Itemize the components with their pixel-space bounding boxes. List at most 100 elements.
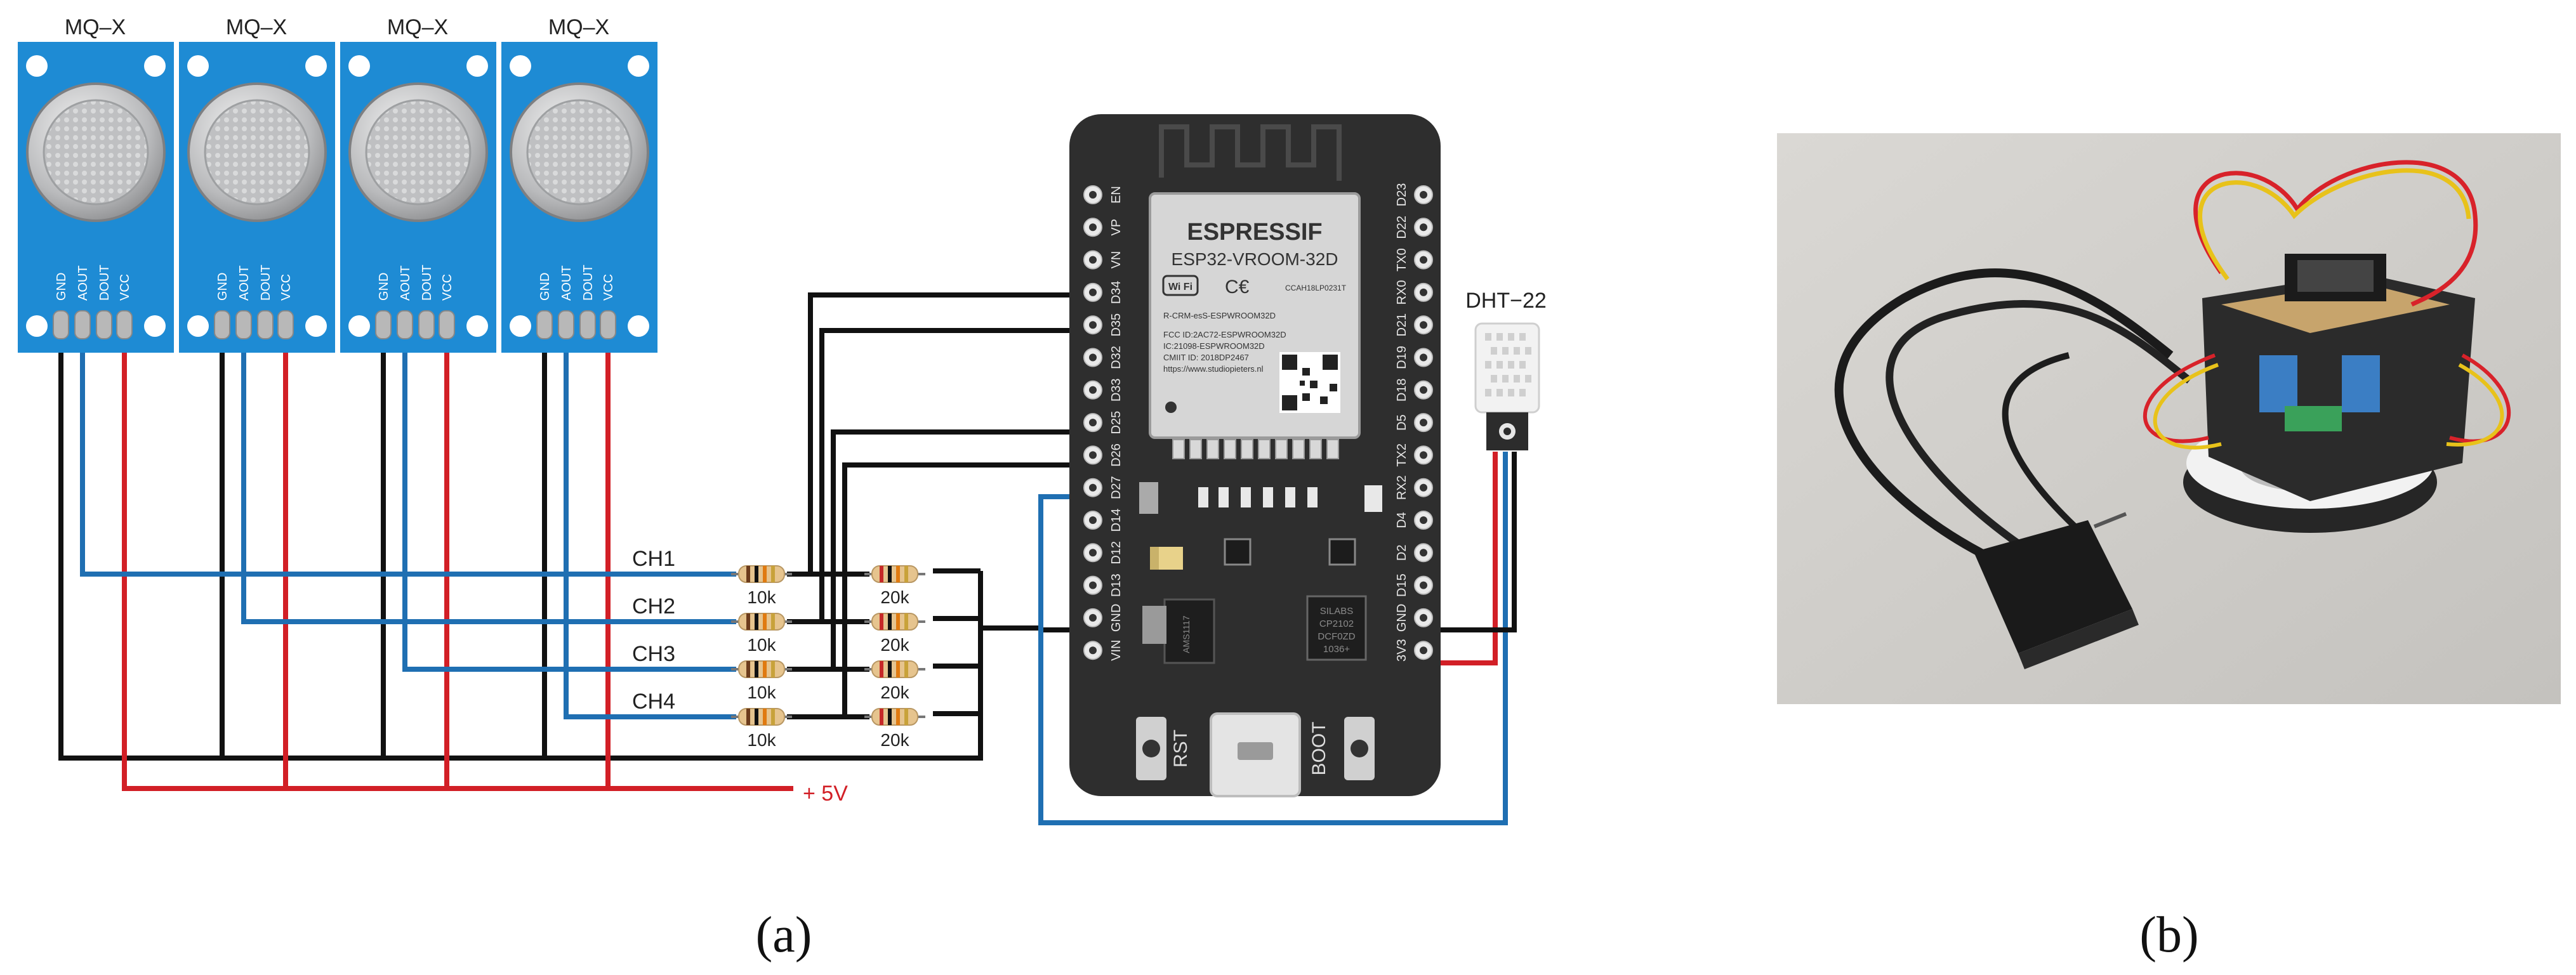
module-title: MQ–X	[548, 15, 609, 39]
board-model: ESP32-VROOM-32D	[1172, 249, 1338, 269]
esp-pin-label: D23	[1395, 183, 1409, 207]
resistor-20k-2: 20k	[864, 613, 925, 655]
module-pin	[579, 310, 596, 339]
esp-pin-right: D4	[1395, 511, 1433, 530]
module-pin-label: AOUT	[560, 265, 574, 301]
esp-pin-left: D25	[1083, 411, 1123, 435]
esp-pin-left: GND	[1083, 604, 1123, 632]
esp-pin-label: VN	[1109, 251, 1123, 269]
esp-pin-left: VP	[1083, 218, 1123, 237]
sensor-mesh	[526, 99, 633, 206]
panel-label-b: (b)	[2139, 907, 2198, 963]
esp-pin-label: D12	[1109, 541, 1123, 565]
esp-pin-label: D34	[1109, 281, 1123, 304]
dht-title: DHT−22	[1465, 289, 1547, 313]
channel-label: CH3	[632, 642, 675, 666]
module-pin	[235, 310, 252, 339]
module-pin-label: AOUT	[237, 265, 251, 301]
channel-label: CH4	[632, 690, 675, 714]
module-pin	[600, 310, 616, 339]
mount-hole	[348, 55, 370, 77]
esp-pin-label: D5	[1395, 414, 1409, 431]
module-title: MQ–X	[387, 15, 448, 39]
esp-pin-label: D25	[1109, 411, 1123, 435]
module-pin	[277, 310, 294, 339]
reset-button[interactable]	[1136, 717, 1166, 780]
esp-pin-left: EN	[1083, 185, 1123, 204]
boot-button-label: BOOT	[1309, 721, 1330, 775]
channel-label: CH1	[632, 547, 675, 571]
mount-hole	[348, 315, 370, 337]
resistor-10k-3: 10k	[731, 660, 792, 702]
esp-pin-right: D19	[1395, 346, 1433, 369]
esp-pin-label: RX2	[1395, 475, 1409, 500]
voltage-regulator	[1163, 598, 1215, 664]
usb-chip-line: CP2102	[1319, 618, 1354, 629]
esp-pin-label: 3V3	[1395, 639, 1409, 662]
module-pin	[214, 310, 230, 339]
module-pin	[116, 310, 133, 339]
boot-button[interactable]	[1344, 717, 1375, 780]
device-photo	[1777, 133, 2561, 704]
resistor-label: 20k	[880, 683, 909, 702]
esp-pin-right: RX2	[1395, 475, 1433, 500]
esp-pin-label: D2	[1395, 545, 1409, 561]
esp-pin-left: D34	[1083, 281, 1123, 304]
adc-wire-d25	[831, 429, 1093, 669]
module-pin-label: VCC	[279, 274, 293, 301]
resistor-label: 10k	[747, 587, 776, 607]
module-pin	[96, 310, 112, 339]
mount-hole	[628, 55, 649, 77]
module-pin-label: DOUT	[420, 265, 434, 301]
esp-pin-right: D21	[1395, 313, 1433, 337]
resistor-label: 10k	[747, 730, 776, 750]
power-bus-wire	[122, 327, 793, 791]
module-pads	[1172, 439, 1339, 459]
resistor-label: 20k	[880, 730, 909, 750]
esp-pin-label: TX2	[1395, 443, 1409, 467]
adc-wire-d35	[819, 328, 1093, 622]
regulatory-line: R-CRM-esS-ESPWROOM32D	[1163, 311, 1276, 320]
antenna-trace	[1159, 124, 1342, 181]
module-pin	[397, 310, 413, 339]
mount-hole	[466, 315, 488, 337]
supply-voltage-label: + 5V	[803, 782, 848, 806]
resistor-10k-4: 10k	[731, 708, 792, 750]
mount-hole	[305, 315, 327, 337]
esp-pin-right: D23	[1395, 183, 1433, 207]
resistor-10k-1: 10k	[731, 565, 792, 607]
power-adapter	[1974, 520, 2132, 653]
esp-pin-left: D12	[1083, 541, 1123, 565]
module-pin	[418, 310, 435, 339]
resistor-20k-1: 20k	[864, 565, 925, 607]
mount-hole	[305, 55, 327, 77]
module-pin-label: VCC	[440, 274, 454, 301]
sensor-enclosure	[2202, 273, 2475, 501]
qr-code-icon	[1279, 352, 1340, 413]
mount-hole	[26, 55, 48, 77]
adc-wire-d26	[842, 462, 1093, 717]
resistor-10k-2: 10k	[731, 613, 792, 655]
aout-wire-ch1	[80, 327, 736, 577]
esp-pin-left: VIN	[1083, 640, 1123, 661]
esp-pin-left: D33	[1083, 378, 1123, 402]
sensor-mesh	[43, 99, 149, 206]
smd-components	[1139, 482, 1382, 570]
aout-wire-ch2	[241, 327, 736, 624]
esp-pin-right: D5	[1395, 413, 1433, 433]
esp-pin-label: RX0	[1395, 280, 1409, 304]
esp-pin-left: D32	[1083, 346, 1123, 369]
mount-hole	[187, 315, 209, 337]
module-pin-label: VCC	[118, 274, 132, 301]
mount-hole	[628, 315, 649, 337]
dht-data-wire	[1038, 452, 1508, 825]
wifi-logo	[1162, 275, 1199, 296]
esp-pin-label: D21	[1395, 313, 1409, 337]
